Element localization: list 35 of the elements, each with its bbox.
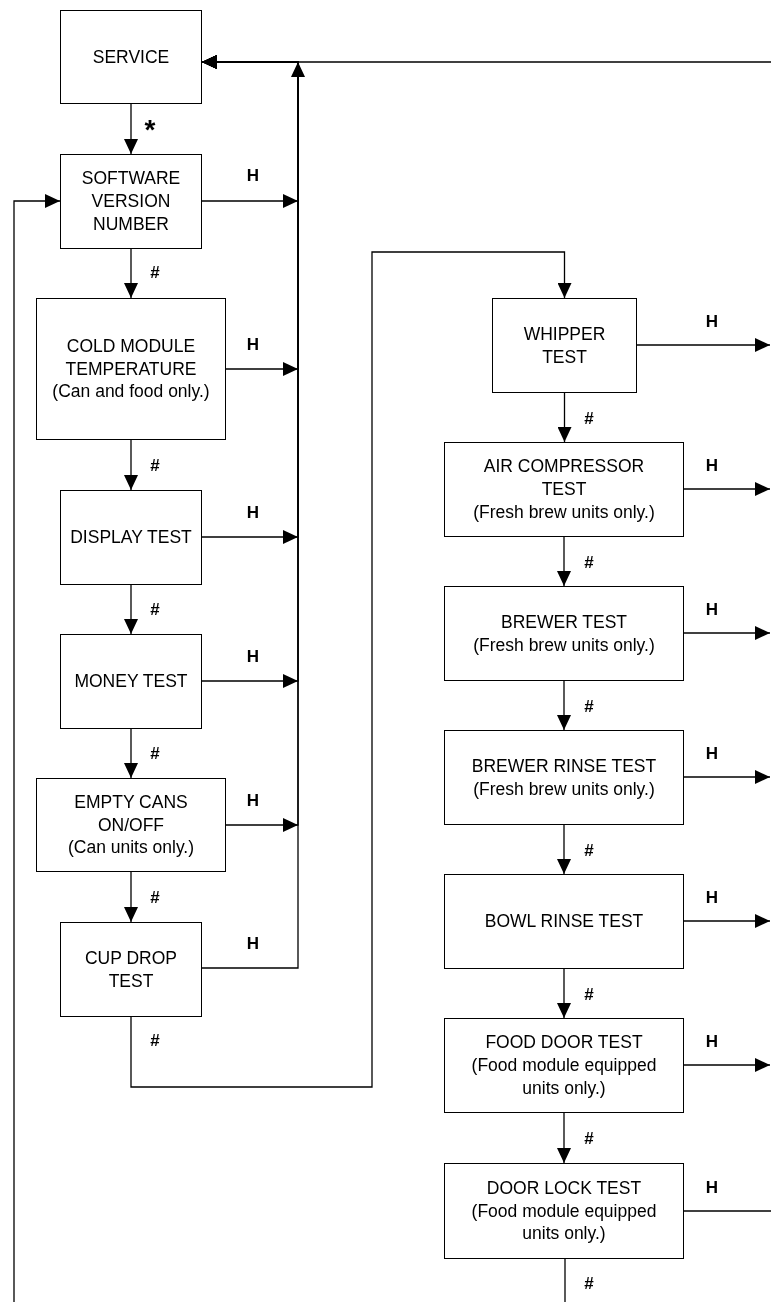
process-box	[444, 874, 684, 969]
process-box	[60, 634, 202, 729]
box-note: (Fresh brew units only.)	[473, 633, 655, 657]
process-box	[444, 442, 684, 537]
box-title: BOWL RINSE TEST	[484, 910, 644, 933]
process-box	[444, 1018, 684, 1113]
box-title: BREWER TEST	[500, 610, 628, 634]
box-title: MONEY TEST	[74, 670, 188, 693]
box-title: SOFTWARE VERSION NUMBER	[80, 167, 182, 236]
box-title: BREWER RINSE TEST	[471, 754, 657, 778]
box-title: COLD MODULE TEMPERATURE	[64, 334, 198, 381]
process-box	[60, 490, 202, 585]
process-box	[60, 10, 202, 104]
box-note: (Food module equipped units only.)	[470, 1199, 658, 1246]
box-note: (Fresh brew units only.)	[473, 777, 655, 801]
process-box	[444, 586, 684, 681]
box-title: WHIPPER TEST	[523, 322, 606, 369]
box-note: (Can and food only.)	[52, 380, 210, 404]
box-title: DISPLAY TEST	[70, 526, 192, 549]
box-note: (Fresh brew units only.)	[473, 500, 655, 524]
process-box	[60, 922, 202, 1017]
process-box	[36, 778, 226, 872]
box-title: FOOD DOOR TEST	[485, 1031, 643, 1055]
box-title: DOOR LOCK TEST	[486, 1176, 642, 1200]
process-box	[444, 1163, 684, 1259]
box-title: CUP DROP TEST	[83, 946, 179, 993]
process-box	[444, 730, 684, 825]
box-title: EMPTY CANS ON/OFF	[73, 790, 189, 837]
process-box	[492, 298, 637, 393]
process-box	[60, 154, 202, 249]
process-box	[36, 298, 226, 440]
box-note: (Food module equipped units only.)	[470, 1054, 658, 1100]
box-title: SERVICE	[92, 45, 170, 69]
box-note: (Can units only.)	[67, 836, 195, 860]
box-title: AIR COMPRESSOR TEST	[482, 455, 646, 501]
